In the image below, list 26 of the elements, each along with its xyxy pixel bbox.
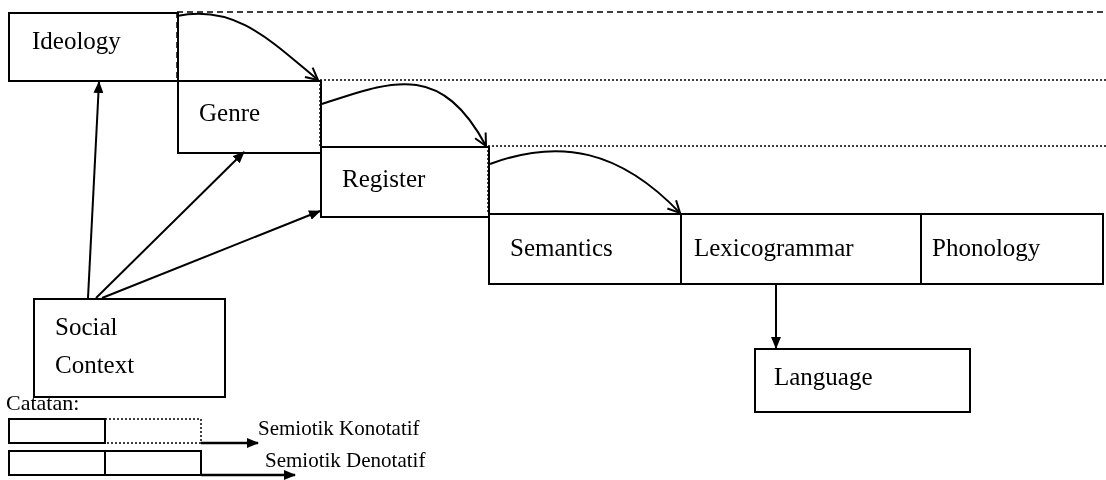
box-label: Lexicogrammar: [694, 233, 854, 263]
context-box: [33, 298, 226, 398]
stratum-box: [488, 213, 682, 285]
box-label: Register: [342, 164, 426, 194]
stratum-box: [8, 12, 179, 82]
box-label: Phonology: [932, 233, 1041, 263]
box-label: Language: [774, 362, 873, 392]
stratum-box: [177, 80, 322, 154]
arrow: [101, 210, 321, 299]
arrow: [321, 83, 487, 147]
stratum-box: [680, 213, 922, 285]
box-label: Social Context: [55, 312, 136, 380]
language-box: [754, 348, 971, 413]
note-label: Catatan:: [6, 390, 80, 416]
legend-text: Semiotik Denotatif: [265, 448, 426, 473]
box-label: Genre: [199, 98, 261, 128]
box-label: Semantics: [510, 233, 613, 263]
stratum-box: [320, 146, 490, 218]
arrow: [771, 284, 781, 349]
legend-text: Semiotik Konotatif: [258, 416, 420, 441]
arrow: [489, 150, 681, 214]
box-label: Ideology: [32, 26, 121, 56]
arrow: [95, 151, 245, 299]
arrow: [176, 12, 319, 81]
arrow: [87, 81, 104, 299]
stratum-box: [920, 213, 1104, 285]
